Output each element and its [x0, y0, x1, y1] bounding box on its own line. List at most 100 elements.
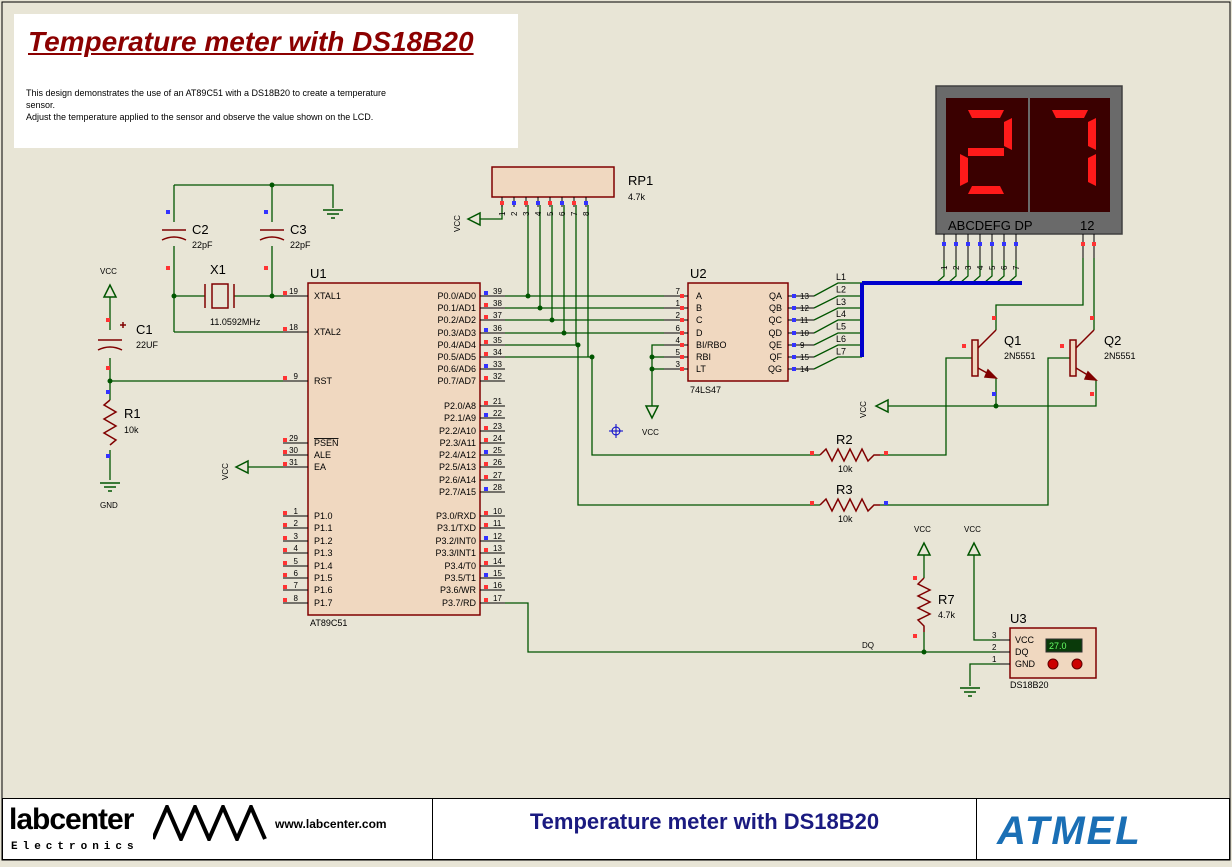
u1-pin-name: P0.3/AD3: [437, 328, 476, 338]
u1-pin-name: XTAL2: [314, 327, 341, 337]
display-digits: [960, 110, 1096, 194]
u1-pin-name: P2.0/A8: [444, 401, 476, 411]
u2-pin-name: QG: [768, 364, 782, 374]
pin-marker: [484, 475, 488, 479]
pin-marker: [484, 376, 488, 380]
pin-marker: [1002, 242, 1006, 246]
u1-pin-name: RST: [314, 376, 333, 386]
info-box: Temperature meter with DS18B20 This desi…: [14, 14, 518, 148]
u2-pin-name: QE: [769, 340, 782, 350]
pin-marker: [792, 355, 796, 359]
rp1-body[interactable]: [491, 166, 615, 198]
pin-marker: [484, 462, 488, 466]
u1-pin-name: P1.0: [314, 511, 333, 521]
labcenter-logo: labcenter: [9, 803, 134, 836]
u1-pin-name: P3.2/INT0: [435, 536, 476, 546]
u1-pin-number: 19: [289, 287, 298, 296]
seven-segment-display[interactable]: [935, 85, 1123, 235]
u2-pin-name: QD: [769, 328, 783, 338]
rp1-ref: RP1: [628, 173, 653, 188]
pin-marker: [913, 576, 917, 580]
pin-marker: [484, 340, 488, 344]
u3-body[interactable]: [1009, 627, 1097, 679]
u1-pin-name: P1.1: [314, 523, 333, 533]
u1-pin-name: P0.6/AD6: [437, 364, 476, 374]
u1-pin-name: P3.3/INT1: [435, 548, 476, 558]
u3-lcd: [1045, 638, 1083, 653]
r3-ref: R3: [836, 482, 853, 497]
bus-label: L5: [836, 322, 846, 332]
r1-value: 10k: [124, 425, 139, 435]
footer-title-cell: Temperature meter with DS18B20: [433, 799, 977, 859]
u3-up-button-icon[interactable]: [1071, 658, 1083, 670]
r3-value: 10k: [838, 514, 853, 524]
display-segment: [968, 148, 1004, 156]
display-pin-number: 3: [964, 265, 973, 270]
u1-pin-name: P0.7/AD7: [437, 376, 476, 386]
u3-pin-name: VCC: [1015, 635, 1035, 645]
rp1-pin-number: 5: [546, 211, 555, 216]
u1-pin-name: P3.1/TXD: [437, 523, 477, 533]
pin-marker: [810, 501, 814, 505]
labcenter-wave-icon: [153, 805, 267, 841]
u1-pin-name: EA: [314, 462, 326, 472]
u1-pin-name: P3.4/T0: [444, 561, 476, 571]
x1-value: 11.0592MHz: [210, 317, 261, 327]
pin-marker: [484, 487, 488, 491]
pin-marker: [792, 306, 796, 310]
u1-pin-name: P2.2/A10: [439, 426, 476, 436]
u1-body[interactable]: [307, 282, 481, 616]
pin-marker: [792, 294, 796, 298]
u3-down-button-icon[interactable]: [1047, 658, 1059, 670]
u1-pin-name: P2.4/A12: [439, 450, 476, 460]
display-segment: [1052, 110, 1088, 118]
bus-label: L4: [836, 309, 846, 319]
u1-pin-number: 12: [493, 532, 502, 541]
transistor-q1[interactable]: [971, 329, 998, 379]
pin-marker: [913, 634, 917, 638]
pin-marker: [1060, 344, 1064, 348]
r1-ref: R1: [124, 406, 141, 421]
pin-marker: [792, 318, 796, 322]
x1-ref: X1: [210, 262, 226, 277]
vcc-label-rp1: VCC: [453, 215, 462, 232]
c3-ref: C3: [290, 222, 307, 237]
u2-pin-number: 13: [800, 292, 809, 301]
pin-marker: [166, 210, 170, 214]
pin-marker: [484, 523, 488, 527]
pin-marker: [484, 561, 488, 565]
pin-marker: [484, 450, 488, 454]
pin-marker: [992, 316, 996, 320]
pin-marker: [512, 201, 516, 205]
pin-marker: [680, 306, 684, 310]
u1-pin-name: P2.7/A15: [439, 487, 476, 497]
c1-plus: [120, 322, 126, 328]
display-segment: [1088, 118, 1096, 150]
pin-marker: [1090, 392, 1094, 396]
labcenter-sub: Electronics: [11, 841, 139, 853]
u1-pin-number: 37: [493, 311, 502, 320]
pin-marker: [954, 242, 958, 246]
u2-pin-name: QC: [769, 315, 783, 325]
u1-pin-number: 2: [294, 519, 299, 528]
pin-marker: [264, 210, 268, 214]
u1-pin-name: P3.6/WR: [440, 585, 477, 595]
transistor-q2[interactable]: [1069, 329, 1098, 381]
vcc-label-u3: VCC: [964, 525, 981, 534]
labcenter-url[interactable]: www.labcenter.com: [275, 817, 387, 831]
u3-pin-number: 2: [992, 643, 997, 652]
bus-label: L6: [836, 334, 846, 344]
u2-body[interactable]: [687, 282, 789, 382]
u1-pin-number: 36: [493, 324, 502, 333]
pin-marker: [1090, 316, 1094, 320]
u2-pin-name: D: [696, 328, 703, 338]
pin-marker: [283, 511, 287, 515]
footer-title: Temperature meter with DS18B20: [529, 809, 880, 834]
display-pin-number: 5: [988, 265, 997, 270]
u1-pin-name: P1.2: [314, 536, 333, 546]
u1-pin-name: P0.0/AD0: [437, 291, 476, 301]
pin-marker: [106, 390, 110, 394]
u3-part: DS18B20: [1010, 680, 1049, 690]
